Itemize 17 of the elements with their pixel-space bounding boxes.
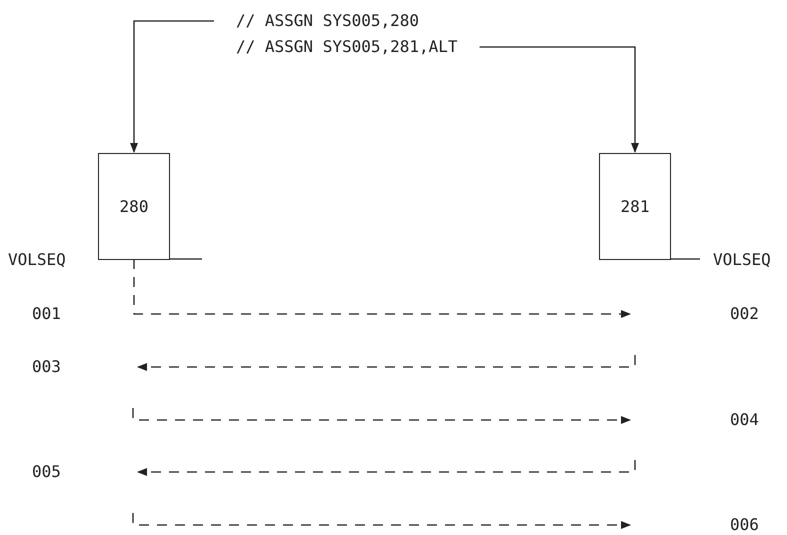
dashed-arrow [133, 259, 631, 318]
volseq-label: VOLSEQ [713, 250, 771, 270]
arrow [130, 20, 214, 153]
sequence-number: 001 [32, 304, 61, 324]
sequence-number: 003 [32, 357, 61, 377]
sequence-number: 006 [730, 515, 759, 535]
sequence-number: 004 [730, 410, 759, 430]
sequence-number: 005 [32, 462, 61, 482]
drive-number: 281 [620, 197, 650, 216]
sequence-number: 002 [730, 304, 759, 324]
statement-text: // ASSGN SYS005,280 [236, 11, 420, 31]
statement-text: // ASSGN SYS005,281,ALT [236, 37, 458, 57]
volseq-label: VOLSEQ [8, 250, 66, 270]
arrow [480, 46, 639, 153]
tape-drive-box [599, 153, 671, 260]
drive-number: 280 [120, 197, 148, 216]
tape-drive-box [98, 153, 170, 260]
